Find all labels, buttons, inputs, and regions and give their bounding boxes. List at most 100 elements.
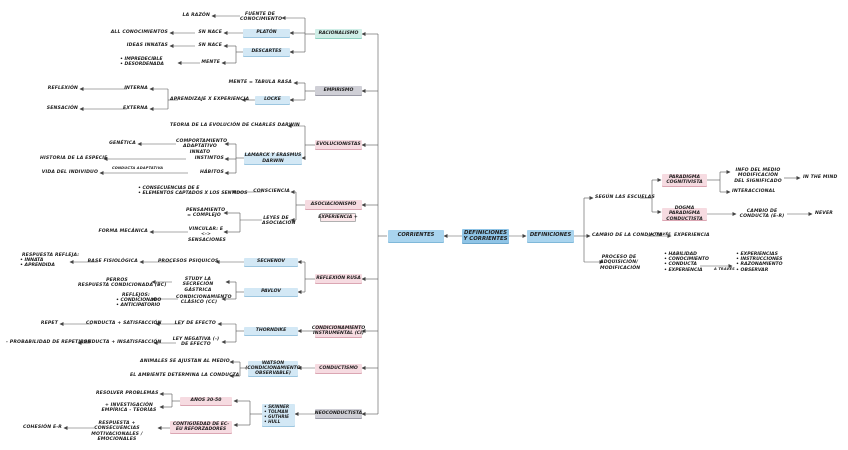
- proceso-adquisicion-label: PROCESO DE ADQUISICIÓN/ MODIFICACIÓN: [600, 255, 641, 271]
- respuesta-refleja-item: APRENDIDA: [20, 263, 55, 268]
- vida-individuo-label: VIDA DEL INDIVIDUO: [41, 170, 98, 175]
- consciencia-label: CONSCIENCIA: [253, 189, 290, 194]
- racionalismo-node[interactable]: RACIONALISMO: [315, 29, 362, 38]
- locke-node[interactable]: LOCKE: [255, 96, 290, 104]
- leyes-asociacion-label: LEYES DE ASOCIACIÓN: [262, 216, 296, 227]
- never-label: NEVER: [815, 211, 833, 216]
- insatisfaccion-label: CONDUCTA + INSATISFACCIÓN: [80, 340, 162, 345]
- mente-item: DESORDENADA: [120, 62, 164, 67]
- vincular-label: VINCULAR: E <-> SENSACIONES: [188, 227, 226, 243]
- reflejos-label: REFLEJOS:: [122, 293, 150, 298]
- evolucionistas-node[interactable]: EVOLUCIONISTAS: [315, 140, 362, 149]
- contiguedad-node[interactable]: CONTIGÜEDAD DE EC- EU REFORZADORES: [170, 421, 232, 433]
- medio-item: INSTRUCCIONES: [736, 257, 783, 262]
- conducta-adaptativa-label: CONDUCTA ADAPTATIVA: [112, 166, 164, 170]
- mente-item: IMPREDECIBLE: [120, 57, 164, 62]
- externa-label: EXTERNA: [123, 106, 148, 111]
- habilidad-item: EXPERIENCIA: [664, 268, 709, 273]
- condicionamiento-clasico-label: CONDICIONAMIENTO CLÁSICO (CC): [176, 295, 232, 306]
- watson-node[interactable]: WATSON (CONDICIONAMIENTO OBSERVABLE): [245, 360, 301, 377]
- autores-node[interactable]: SKINNER TOLMAN GUTHRIE HULL: [262, 404, 295, 426]
- asociacionismo-node[interactable]: ASOCIACIONISMO: [305, 200, 362, 209]
- anos-node[interactable]: AÑOS 30-50: [180, 397, 232, 405]
- respuesta-bc-label: RESPUESTA CONDICIONADA (BC): [78, 283, 167, 288]
- experiencia-label: EXPERIENCIA: [674, 233, 710, 238]
- interaccional-label: INTERACCIONAL: [732, 189, 776, 194]
- ambiente-label: EL AMBIENTE DETERMINA LA CONDUCTA: [130, 373, 240, 378]
- neoconductista-node[interactable]: NEOCONDUCTISTA: [315, 409, 362, 418]
- probabilidad-label: - PROBABILIDAD DE REPETIRSE: [6, 340, 91, 345]
- autor-item: SKINNER: [264, 405, 289, 410]
- animales-label: ANIMALES SE AJUSTAN AL MEDIO: [140, 359, 230, 364]
- in-the-mind-label: IN THE MIND: [803, 175, 838, 180]
- respuesta-refleja-label: RESPUESTA REFLEJA:: [22, 253, 80, 258]
- historia-especie-label: HISTORIA DE LA ESPECIE: [40, 156, 108, 161]
- la-razon-label: LA RAZÓN: [182, 13, 210, 18]
- ley-negativa-label: LEY NEGATIVA (-) DE EFECTO: [172, 337, 220, 348]
- satisfaccion-label: CONDUCTA + SATISFACCIÓN: [86, 321, 162, 326]
- tabula-rasa-label: MENTE = TABULA RASA: [228, 80, 292, 85]
- ideas-innatas-label: IDEAS INNATAS: [126, 43, 168, 48]
- sensacion-label: SENSACIÓN: [46, 106, 78, 111]
- habilidad-item: HABILIDAD: [664, 252, 709, 257]
- repet-label: REPET: [40, 321, 58, 326]
- autor-item: HULL: [264, 419, 289, 425]
- respuesta-refleja-item: INNATA: [20, 258, 55, 263]
- definiciones-y-corrientes-node[interactable]: DEFINICIONES Y CORRIENTES: [462, 229, 509, 243]
- medio-item: RAZONAMIENTO: [736, 262, 783, 267]
- medio-item: EXPERIENCIAS: [736, 252, 783, 257]
- reflexion-rusa-node[interactable]: REFLEXIÓN RUSA: [315, 274, 362, 283]
- respuesta-consecuencias-label: RESPUESTA + CONSECUENCIAS MOTIVACIONALES…: [91, 421, 143, 443]
- definiciones-node[interactable]: DEFINICIONES: [527, 230, 574, 242]
- investigacion-label: + INVESTIGACIÓN EMPÍRICA - TEORÍAS: [101, 403, 157, 414]
- segun-escuelas-label: SEGÚN LAS ESCUELAS: [595, 195, 655, 200]
- cohesion-label: COHESIÓN E-R: [22, 425, 62, 430]
- interna-label: INTERNA: [124, 86, 148, 91]
- study-secrecion-label: STUDY LA SECRECIÓN GÁSTRICA: [182, 277, 214, 293]
- autores-list: SKINNER TOLMAN GUTHRIE HULL: [264, 405, 289, 424]
- empirismo-node[interactable]: EMPIRISMO: [315, 86, 362, 95]
- consecuencias-item: ELEMENTOS CAPTADOS X LOS SENTIDOS: [138, 191, 248, 196]
- teoria-evolucion-label: TEORIA DE LA EVOLUCIÓN DE CHARLES DARWIN: [170, 123, 300, 128]
- conductismo-node[interactable]: CONDUCTISMO: [315, 364, 362, 373]
- sn-nace-label-2: SN NACE: [198, 43, 222, 48]
- habilidad-item: CONOCIMIENTO: [664, 257, 709, 262]
- all-conocimientos-label: ALL CONOCIMIENTOS: [110, 30, 168, 35]
- lamarck-node[interactable]: LAMARCK Y ERASMUS DARWIN: [244, 153, 302, 164]
- descartes-node[interactable]: DESCARTES: [243, 48, 290, 56]
- consecuencias-item: CONSECUENCIAS DE E: [138, 186, 247, 191]
- base-fisiologica-label: BASE FISIOLÓGICA: [87, 259, 138, 264]
- forma-mecanica-label: FORMA MECÁNICA: [98, 229, 148, 234]
- reflejos-list: CONDICIONADO ANTICIPATORIO: [116, 298, 162, 308]
- autor-item: GUTHRIE: [264, 414, 289, 420]
- ley-efecto-label: LEY DE EFECTO: [174, 321, 216, 326]
- reflejos-item: ANTICIPATORIO: [116, 303, 161, 308]
- cambio-er-label: CAMBIO DE CONDUCTA (E-R): [739, 209, 785, 220]
- medio-item: OBSERVAR: [736, 268, 783, 273]
- sechenov-node[interactable]: SECHENOV: [244, 258, 298, 266]
- experiencia-node[interactable]: EXPERIENCIA +: [318, 213, 358, 222]
- autor-item: TOLMAN: [264, 409, 289, 415]
- instintos-label: INSTINTOS: [194, 156, 224, 161]
- pavlov-node[interactable]: PAVLOV: [244, 288, 298, 296]
- corrientes-node[interactable]: CORRIENTES: [388, 230, 444, 242]
- comportamiento-label: COMPORTAMIENTO ADAPTATIVO INNATO: [176, 139, 228, 155]
- paradigma-cognitivista-node[interactable]: PARADIGMA COGNITIVISTA: [662, 174, 707, 186]
- resolver-problemas-label: RESOLVER PROBLEMAS: [96, 391, 159, 396]
- habilidad-item: CONDUCTA: [664, 262, 709, 267]
- habitos-label: HÁBITOS: [199, 170, 224, 175]
- aprendizaje-label: APRENDIZAJE X EXPERIENCIA: [170, 97, 250, 102]
- procesos-psiquicos-label: PROCESOS PSIQUICOS: [158, 259, 219, 264]
- condicionamiento-instrumental-node[interactable]: CONDICIONAMIENTO INSTRUMENTAL (CI): [311, 325, 366, 337]
- fuente-conocimiento-label: FUENTE DE CONOCIMIENTO: [240, 12, 283, 23]
- info-medio-label: INFO DEL MEDIO MODIFICACIÓN DEL SIGNIFIC…: [734, 168, 782, 184]
- thorndike-node[interactable]: THORNDIKE: [244, 327, 298, 335]
- consecuencias-list: CONSECUENCIAS DE E ELEMENTOS CAPTADOS X …: [138, 186, 248, 196]
- cambio-conducta-label: CAMBIO DE LA CONDUCTA: [592, 233, 663, 238]
- platon-node[interactable]: PLATÓN: [243, 29, 290, 37]
- reflexion-label: REFLEXIÓN: [47, 86, 78, 91]
- habilidades-list: HABILIDAD CONOCIMIENTO CONDUCTA EXPERIEN…: [664, 252, 709, 273]
- a-traves-label: A TRAVÉS: [650, 232, 671, 236]
- dogma-conductista-node[interactable]: DOGMA PARADIGMA CONDUCTISTA: [662, 206, 707, 222]
